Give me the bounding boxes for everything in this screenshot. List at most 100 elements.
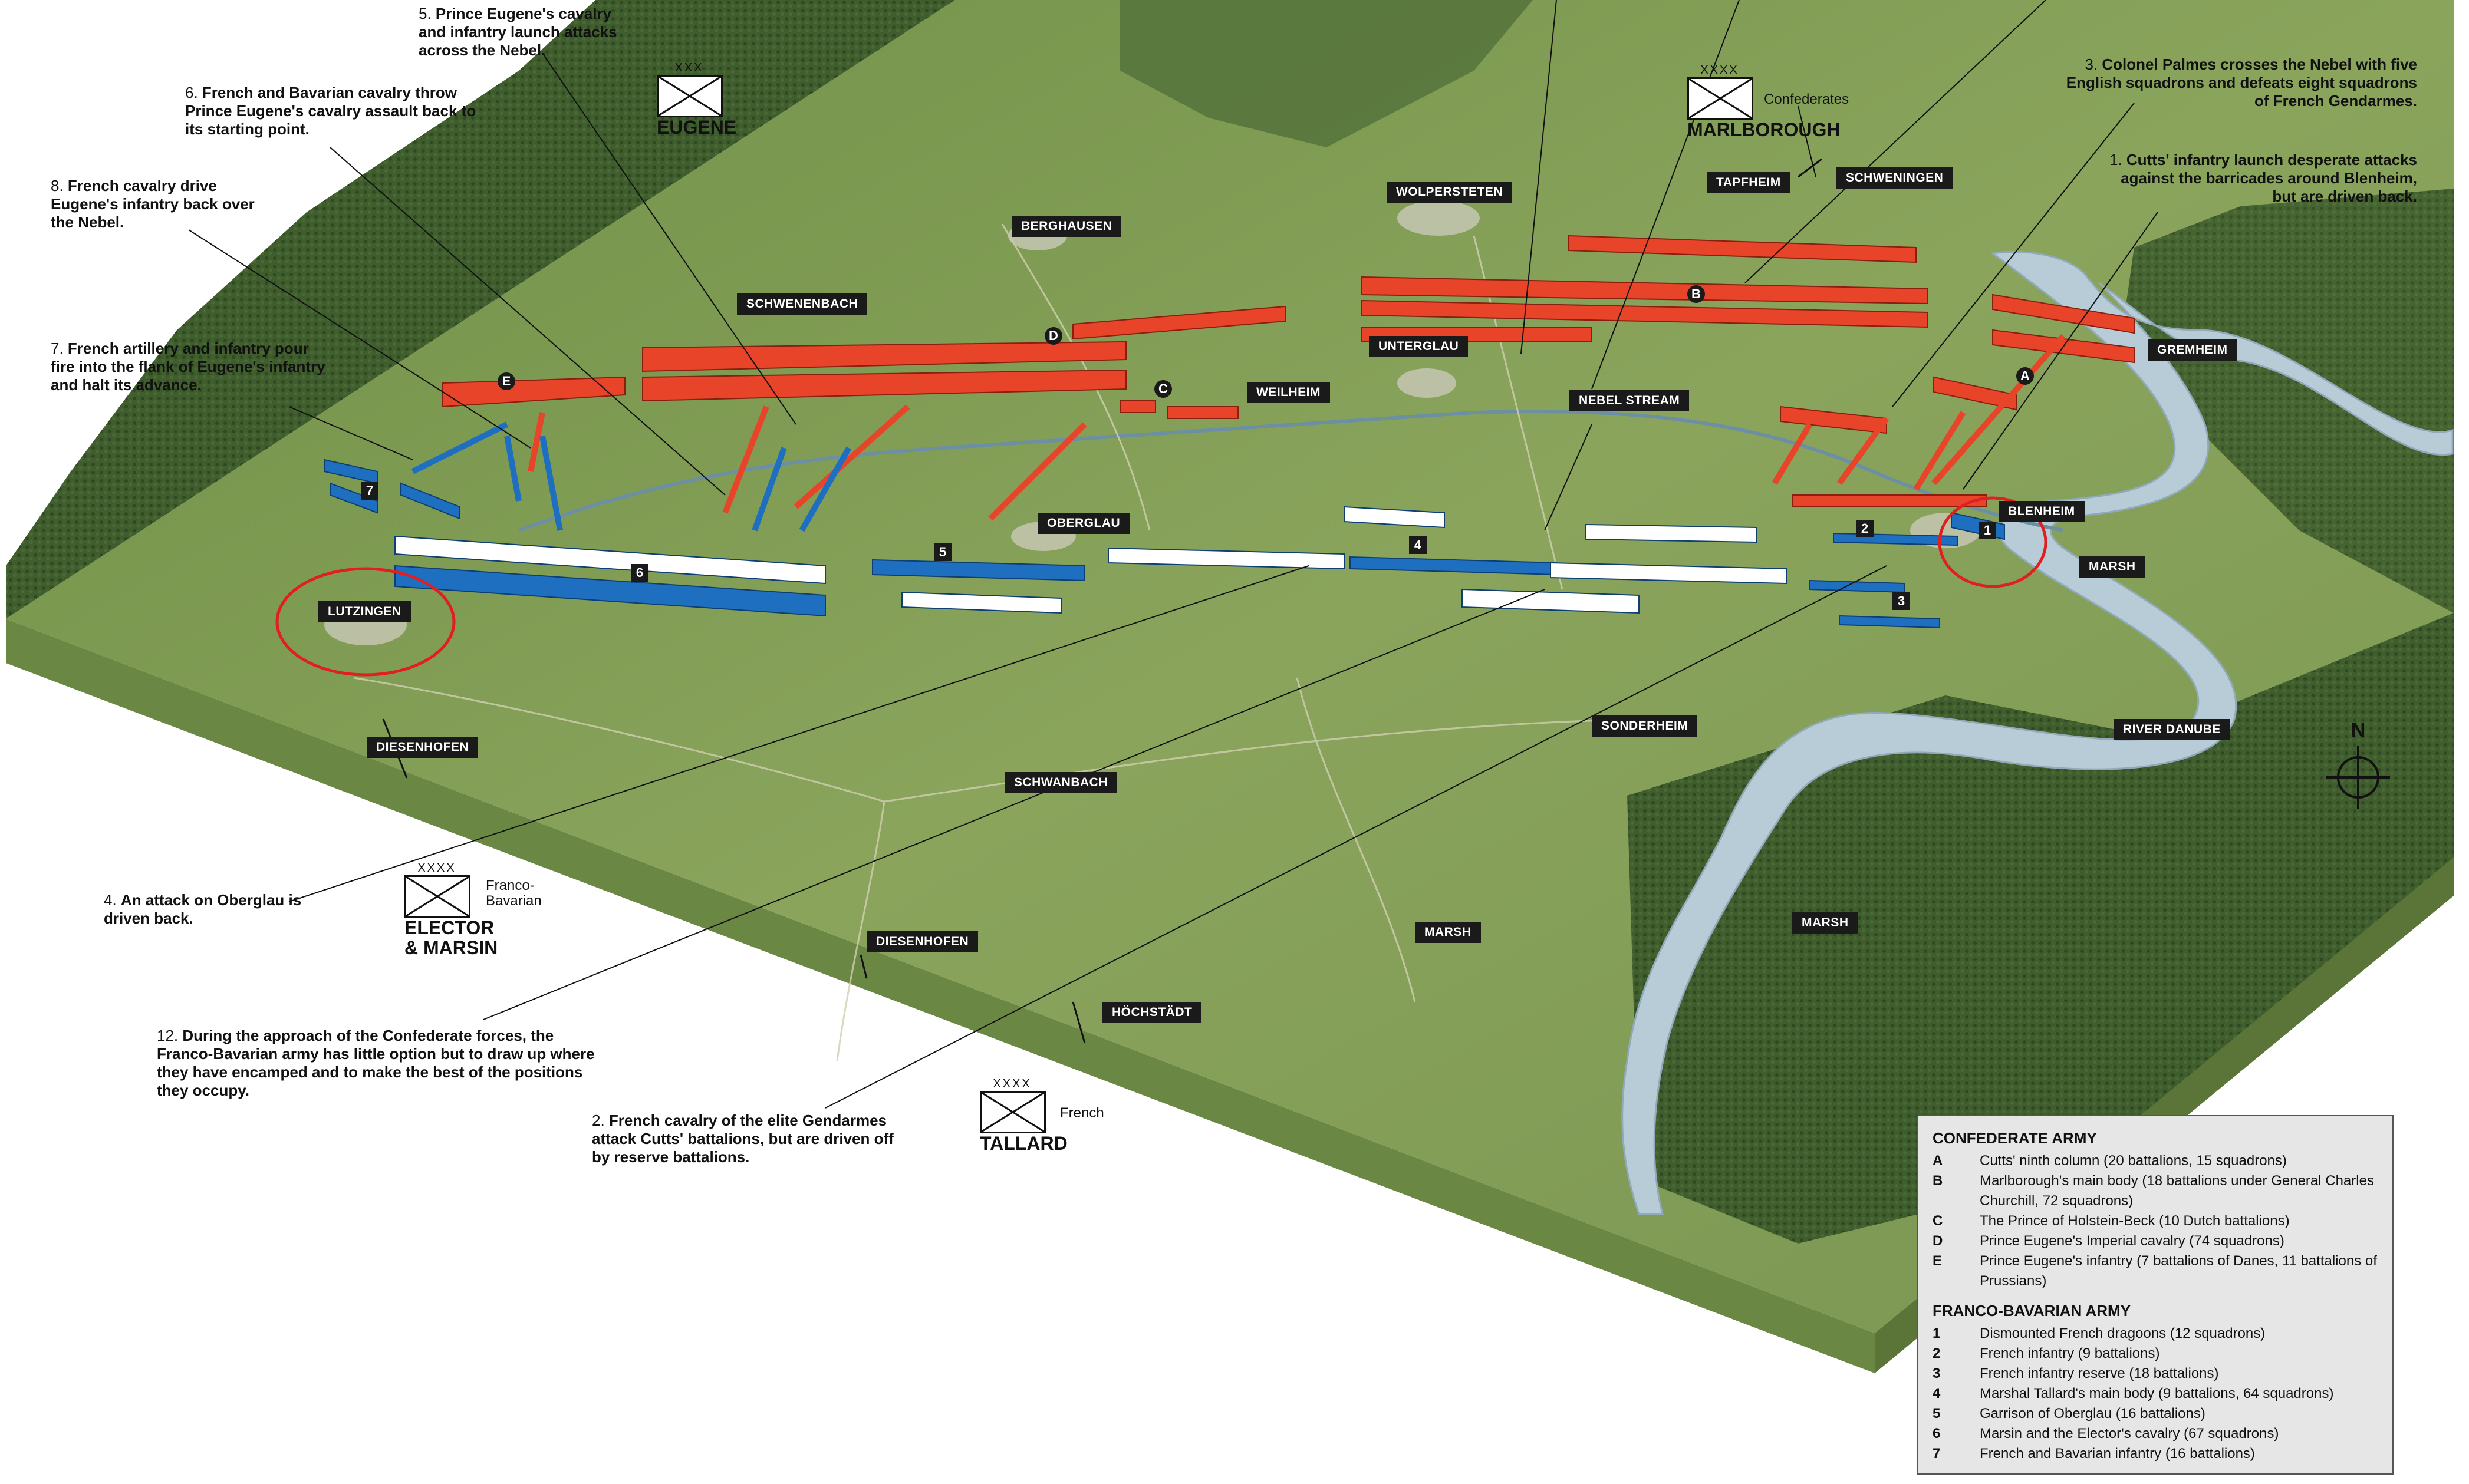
place-label-berghausen: BERGHAUSEN <box>1012 216 1122 237</box>
place-label-weilheim: WEILHEIM <box>1247 382 1330 403</box>
nebel-stream <box>518 410 2064 532</box>
place-label-hochstadt: HÖCHSTÄDT <box>1102 1002 1202 1023</box>
forest-northeast <box>2122 189 2454 613</box>
forest-east-marsh <box>1627 613 2454 1244</box>
annotation-4: 4. An attack on Oberglau is driven back. <box>104 891 302 927</box>
confederate-attack-arrows <box>528 334 2066 521</box>
unit-marker-3: 3 <box>1892 592 1910 610</box>
compass-north-label: N <box>2351 719 2366 741</box>
franco-attack-arrows <box>411 421 852 532</box>
lutzingen-highlight-circle <box>275 567 456 677</box>
commander-eugene: XXX EUGENE <box>657 61 737 138</box>
annotation-6: 6. French and Bavarian cavalry throw Pri… <box>185 84 476 138</box>
commander-elector-marsin: XXXX ELECTOR & MARSIN Franco-Bavarian <box>404 862 542 958</box>
franco-unit-4c <box>1344 506 1445 529</box>
franco-unit-5a <box>872 559 1085 582</box>
place-label-river-danube: RIVER DANUBE <box>2114 719 2230 740</box>
legend-confederate-title: CONFEDERATE ARMY <box>1933 1129 2097 1147</box>
unit-marker-5: 5 <box>934 543 952 561</box>
conf-unit-d1 <box>642 341 1127 372</box>
unit-marker-d: D <box>1045 327 1062 345</box>
conf-unit-b2 <box>1361 299 1928 328</box>
place-label-schwenenbach: SCHWENENBACH <box>737 293 868 315</box>
conf-unit-d3 <box>1072 305 1286 340</box>
place-label-oberglau: OBERGLAU <box>1038 513 1130 534</box>
place-label-diesenhofen-south: DIESENHOFEN <box>867 931 979 952</box>
army-symbol-icon <box>404 875 470 918</box>
annotation-7: 7. French artillery and infantry pour fi… <box>51 339 325 394</box>
franco-units <box>324 459 2005 629</box>
franco-unit-5b <box>901 591 1062 614</box>
conf-unit-b3 <box>1568 235 1917 263</box>
place-label-schwanbach: SCHWANBACH <box>1005 772 1117 793</box>
legend-franco-title: FRANCO-BAVARIAN ARMY <box>1933 1302 2131 1320</box>
franco-unit-3b <box>1461 588 1640 614</box>
conf-unit-a4 <box>1780 405 1887 434</box>
conf-unit-e1 <box>442 376 626 408</box>
conf-unit-c1 <box>1120 400 1156 413</box>
place-label-wolpersteten: WOLPERSTETEN <box>1387 182 1513 203</box>
unit-marker-7: 7 <box>361 482 378 500</box>
map-base-left-side <box>6 619 1875 1373</box>
place-label-tapfheim: TAPFHEIM <box>1707 172 1790 193</box>
place-label-nebel-stream: NEBEL STREAM <box>1569 390 1690 411</box>
army-symbol-icon <box>980 1091 1046 1133</box>
army-symbol-icon <box>657 75 723 117</box>
unit-marker-e: E <box>498 372 515 390</box>
place-label-lutzingen: LUTZINGEN <box>318 601 411 622</box>
annotation-5: 5. Prince Eugene's cavalry and infantry … <box>419 5 617 59</box>
conf-unit-c2 <box>1167 406 1239 419</box>
annotation-8: 8. French cavalry drive Eugene's infantr… <box>51 177 255 231</box>
annotation-1: 1. Cutts' infantry launch desperate atta… <box>2109 151 2417 205</box>
river-danube <box>1621 250 2454 1215</box>
place-label-diesenhofen-west: DIESENHOFEN <box>367 737 479 758</box>
compass-rose: N <box>2323 719 2394 819</box>
unit-marker-6: 6 <box>631 564 648 582</box>
place-label-blenheim: BLENHEIM <box>1999 501 2085 522</box>
confederate-units <box>442 235 2135 507</box>
franco-unit-2a <box>1585 523 1757 543</box>
franco-unit-6a <box>394 535 826 585</box>
unit-marker-4: 4 <box>1409 536 1427 554</box>
annotation-3: 3. Colonel Palmes crosses the Nebel with… <box>2066 55 2417 110</box>
unit-marker-1: 1 <box>1979 522 1996 539</box>
forest-northwest <box>6 0 955 619</box>
conf-unit-a5 <box>1792 494 1987 507</box>
commander-tallard: XXXX TALLARD French <box>980 1077 1104 1154</box>
conf-unit-a3 <box>1933 376 2017 411</box>
conf-unit-b1 <box>1361 276 1928 305</box>
conf-unit-a1 <box>1992 293 2135 334</box>
annotation-12: 12. During the approach of the Confedera… <box>157 1027 595 1099</box>
unit-marker-2: 2 <box>1856 520 1874 537</box>
place-label-marsh-north: MARSH <box>2079 556 2145 578</box>
franco-unit-3a <box>1550 562 1787 585</box>
unit-marker-a: A <box>2016 367 2034 385</box>
army-symbol-icon <box>1687 77 1753 120</box>
place-label-gremheim: GREMHEIM <box>2148 339 2237 361</box>
commander-marlborough: XXXX MARLBOROUGH Confederates <box>1687 64 1849 140</box>
franco-unit-4a <box>1108 547 1345 570</box>
blenheim-highlight-circle <box>1938 496 2047 588</box>
place-label-sonderheim: SONDERHEIM <box>1592 715 1698 737</box>
crosshair-icon <box>2326 746 2390 809</box>
unit-marker-b: B <box>1687 285 1705 303</box>
place-label-marsh-east: MARSH <box>1792 912 1858 934</box>
franco-unit-7b <box>400 482 460 520</box>
place-label-schweningen: SCHWENINGEN <box>1836 167 1953 189</box>
place-label-unterglau: UNTERGLAU <box>1369 336 1469 357</box>
unit-marker-c: C <box>1154 380 1172 398</box>
